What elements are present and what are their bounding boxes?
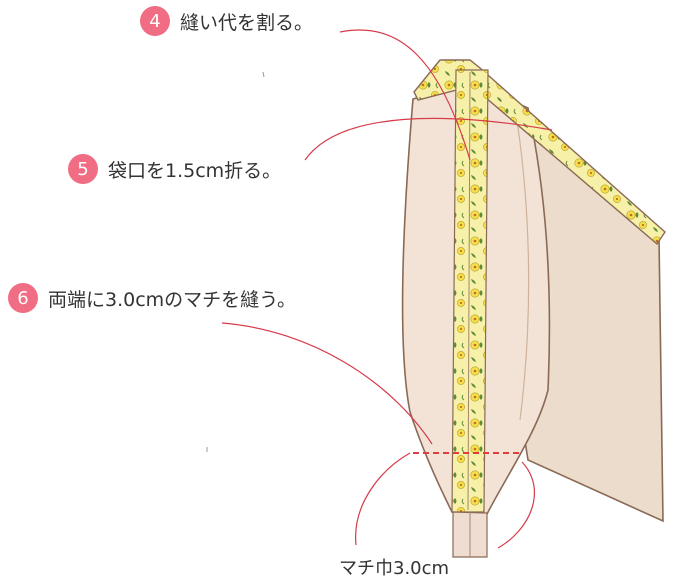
step-5-callout: 5 袋口を1.5cm折る。 — [68, 154, 281, 184]
seam-allowance-strip — [451, 69, 489, 513]
step-6-text: 両端に3.0cmのマチを縫う。 — [48, 288, 297, 311]
callout-line-step-4 — [339, 29, 471, 161]
step-number-badge: 5 — [68, 154, 98, 184]
fold-shading — [514, 107, 530, 421]
step-5-text: 袋口を1.5cm折る。 — [108, 159, 282, 182]
callout-line-step-6 — [221, 322, 433, 445]
step-6-callout: 6 両端に3.0cmのマチを縫う。 — [8, 283, 296, 313]
gusset-bracket-right — [497, 461, 535, 549]
step-4-text: 縫い代を割る。 — [180, 11, 314, 34]
center-seam-line — [467, 71, 471, 511]
stray-mark — [262, 71, 265, 78]
gusset-bracket-left — [355, 452, 411, 546]
step-number-badge: 4 — [140, 6, 170, 36]
step-4-callout: 4 縫い代を割る。 — [140, 6, 313, 36]
callout-line-step-5 — [304, 117, 553, 161]
step-number-badge: 6 — [8, 283, 38, 313]
gusset-width-label: マチ巾3.0cm — [339, 558, 450, 579]
mouth-fold-band — [413, 59, 666, 246]
